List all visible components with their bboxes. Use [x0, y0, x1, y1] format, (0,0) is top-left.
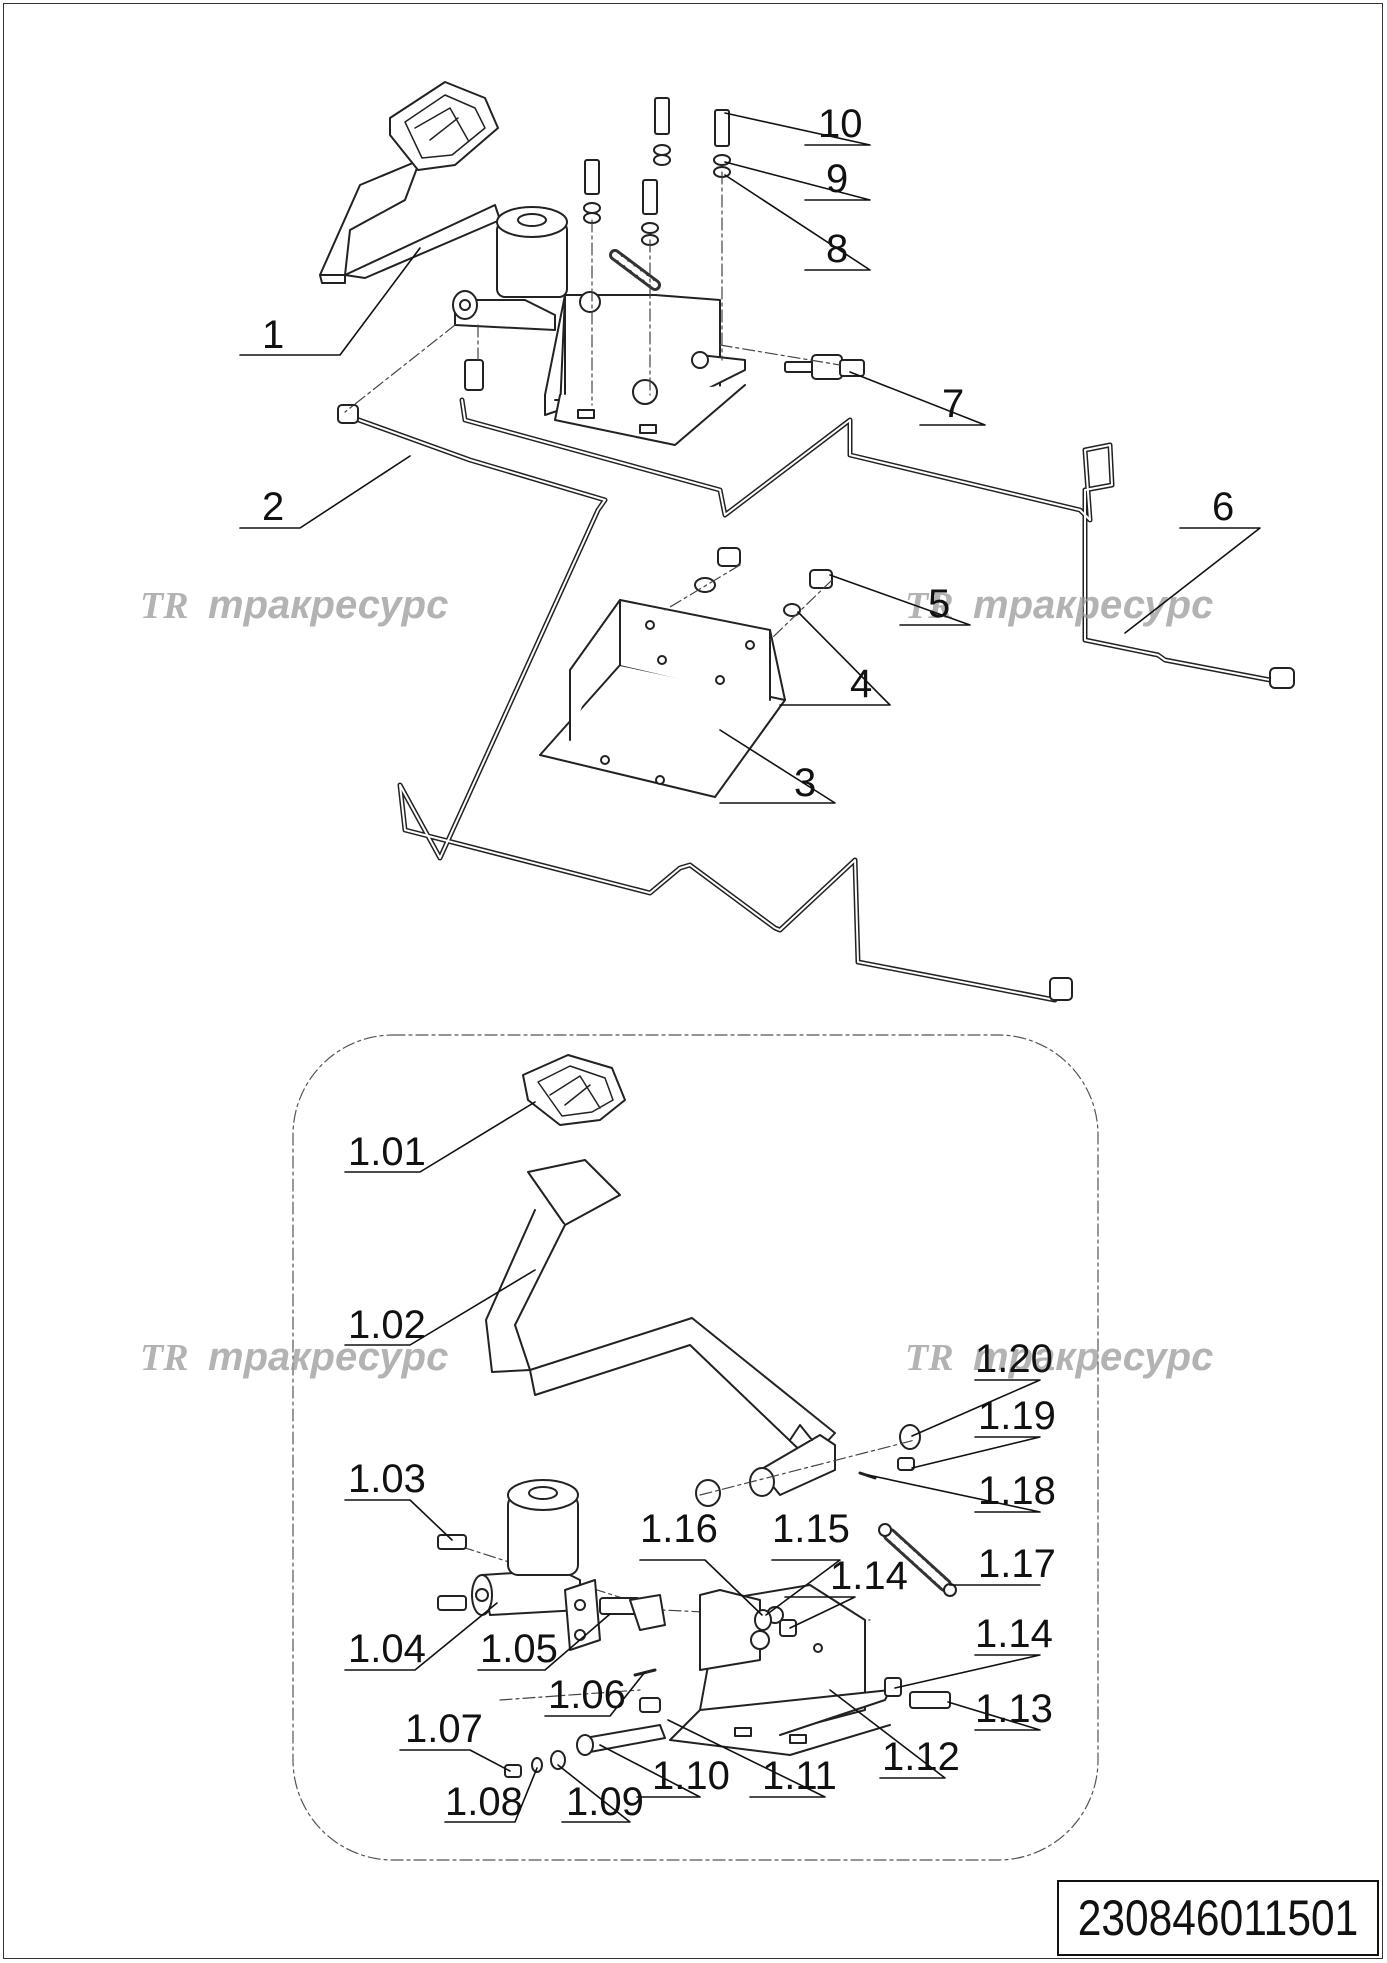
- drawing-number-box: 230846011501: [1057, 1880, 1379, 1956]
- watermark-text: тракресурс: [208, 583, 448, 627]
- callouts-main: 1 2 3 4 5 6 7 8 9 10: [262, 102, 1234, 805]
- callout-1-16: 1.16: [640, 1507, 718, 1551]
- drawing-number: 230846011501: [1077, 1890, 1359, 1946]
- watermark-logo: TR: [140, 585, 189, 627]
- fitting-7: [784, 354, 865, 380]
- callout-1-17: 1.17: [978, 1542, 1056, 1586]
- callout-1-08: 1.08: [445, 1780, 523, 1824]
- drawing-frame: [3, 3, 1383, 1959]
- callout-2: 2: [262, 485, 284, 529]
- callouts-detail: 1.01 1.02 1.03 1.04 1.05 1.06 1.07 1.08 …: [348, 1130, 1056, 1824]
- callout-1-05: 1.05: [480, 1627, 558, 1671]
- callout-1: 1: [262, 313, 284, 357]
- callout-5: 5: [928, 582, 950, 626]
- svg-text:TR: TR: [905, 1337, 954, 1379]
- callout-1-11: 1.11: [762, 1754, 837, 1798]
- callout-1-18: 1.18: [978, 1469, 1056, 1513]
- callout-1-02: 1.02: [348, 1303, 426, 1347]
- pipe-2: [337, 404, 1073, 1003]
- callout-1-13: 1.13: [975, 1687, 1053, 1731]
- watermark-bottom-right: TR тракресурс: [905, 1335, 1213, 1379]
- callout-1-01: 1.01: [348, 1130, 426, 1174]
- callout-1-10: 1.10: [652, 1754, 730, 1798]
- pedal-bracket-top: [544, 249, 746, 446]
- svg-text:TR: TR: [140, 1337, 189, 1379]
- leader-lines-main: [239, 112, 1261, 804]
- callout-1-07: 1.07: [405, 1707, 483, 1751]
- callout-1-14-upper: 1.14: [830, 1554, 908, 1598]
- pedal-1: [319, 81, 501, 284]
- bolts-1-03: [437, 1534, 467, 1611]
- spring-1-17: [878, 1523, 957, 1597]
- callout-1-14-lower: 1.14: [975, 1612, 1053, 1656]
- svg-text:тракресурс: тракресурс: [973, 583, 1213, 627]
- pedal-lever-1-02: [485, 1159, 836, 1497]
- watermark-bottom-left: TR тракресурс: [140, 1335, 448, 1379]
- callout-6: 6: [1212, 485, 1234, 529]
- detail-boundary: [292, 1034, 1099, 1861]
- leader-lines-detail: [344, 1101, 1041, 1823]
- svg-text:тракресурс: тракресурс: [973, 1335, 1213, 1379]
- pushrod-1-10: [504, 1724, 666, 1778]
- watermark-top-right: TR тракресурс: [905, 583, 1213, 627]
- master-cylinder-1-04: [471, 1479, 666, 1651]
- callout-8: 8: [826, 227, 848, 271]
- callout-1-09: 1.09: [566, 1780, 644, 1824]
- callout-7: 7: [942, 382, 964, 426]
- pipe-6: [459, 397, 1295, 689]
- callout-1-06: 1.06: [548, 1673, 626, 1717]
- callout-1-12: 1.12: [882, 1735, 960, 1779]
- callout-10: 10: [818, 102, 863, 146]
- bolts-top: [583, 97, 731, 246]
- callout-3: 3: [794, 761, 816, 805]
- callout-1-20: 1.20: [975, 1337, 1053, 1381]
- fitting-cylinder: [464, 359, 484, 391]
- callout-1-03: 1.03: [348, 1457, 426, 1501]
- callout-1-04: 1.04: [348, 1627, 426, 1671]
- callout-4: 4: [850, 662, 872, 706]
- bracket-1-12: [669, 1584, 891, 1756]
- svg-text:TR: TR: [905, 585, 954, 627]
- callout-1-19: 1.19: [978, 1394, 1056, 1438]
- assembly-lines-top: [344, 171, 841, 641]
- callout-1-15: 1.15: [772, 1507, 850, 1551]
- pedal-pad-1-01: [522, 1054, 626, 1126]
- mounting-plate-3: [539, 599, 786, 798]
- fittings-4-5: [694, 547, 833, 617]
- watermark-top-left: TR тракресурс: [140, 583, 448, 627]
- master-cylinder-top: [452, 206, 568, 331]
- callout-9: 9: [826, 157, 848, 201]
- svg-text:тракресурс: тракресурс: [208, 1335, 448, 1379]
